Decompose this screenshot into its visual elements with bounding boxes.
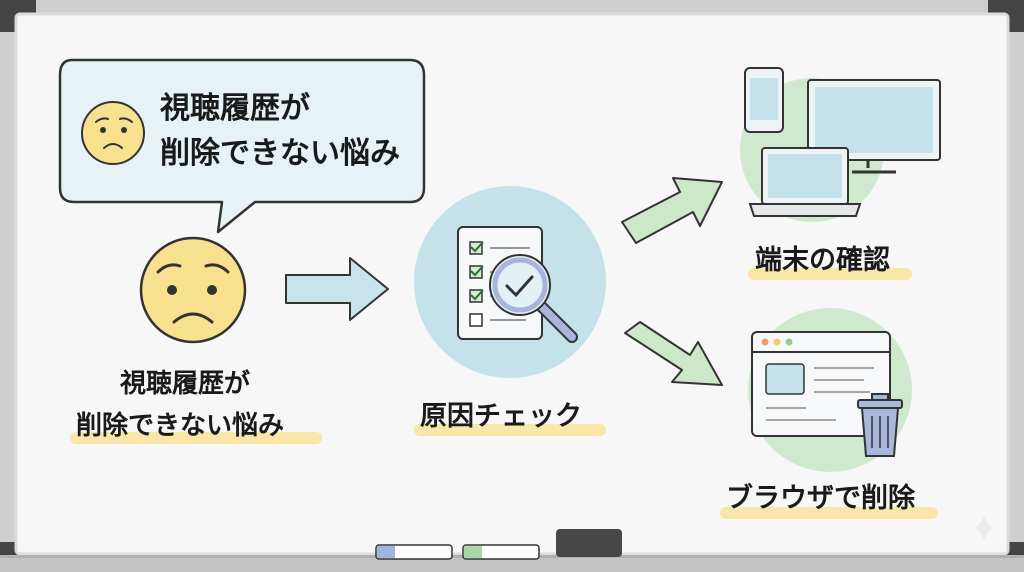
arrow-up-right-icon (621, 177, 723, 244)
problem-label-line2: 削除できない悩み (76, 411, 285, 441)
highlight (720, 507, 938, 519)
marker-tray (0, 555, 1024, 572)
bubble-text-line2: 削除できない悩み (160, 136, 400, 171)
highlight (414, 424, 606, 436)
speech-bubble (58, 58, 426, 234)
sparkle-icon (972, 514, 996, 542)
highlight (70, 432, 322, 444)
green-marker[interactable] (462, 544, 540, 560)
blue-marker[interactable] (375, 544, 453, 560)
eraser[interactable] (556, 529, 622, 557)
bubble-text-line1: 視聴履歴が (160, 91, 310, 126)
arrow-right-icon (285, 257, 389, 321)
magnifier-icon (489, 254, 578, 343)
center-label: 原因チェック (420, 401, 582, 432)
sad-face-icon (139, 236, 247, 344)
browser-window-icon (751, 331, 891, 437)
trash-icon (857, 393, 903, 457)
problem-label-line1: 視聴履歴が (120, 369, 251, 399)
step-label-devices: 端末の確認 (755, 245, 890, 276)
monitor-icon (807, 79, 941, 174)
arrow-down-right-icon (624, 321, 723, 386)
highlight (748, 268, 912, 280)
laptop-icon (748, 147, 862, 217)
smartphone-icon (744, 67, 784, 133)
worried-face-icon (81, 101, 145, 165)
step-label-browser: ブラウザで削除 (726, 483, 915, 514)
